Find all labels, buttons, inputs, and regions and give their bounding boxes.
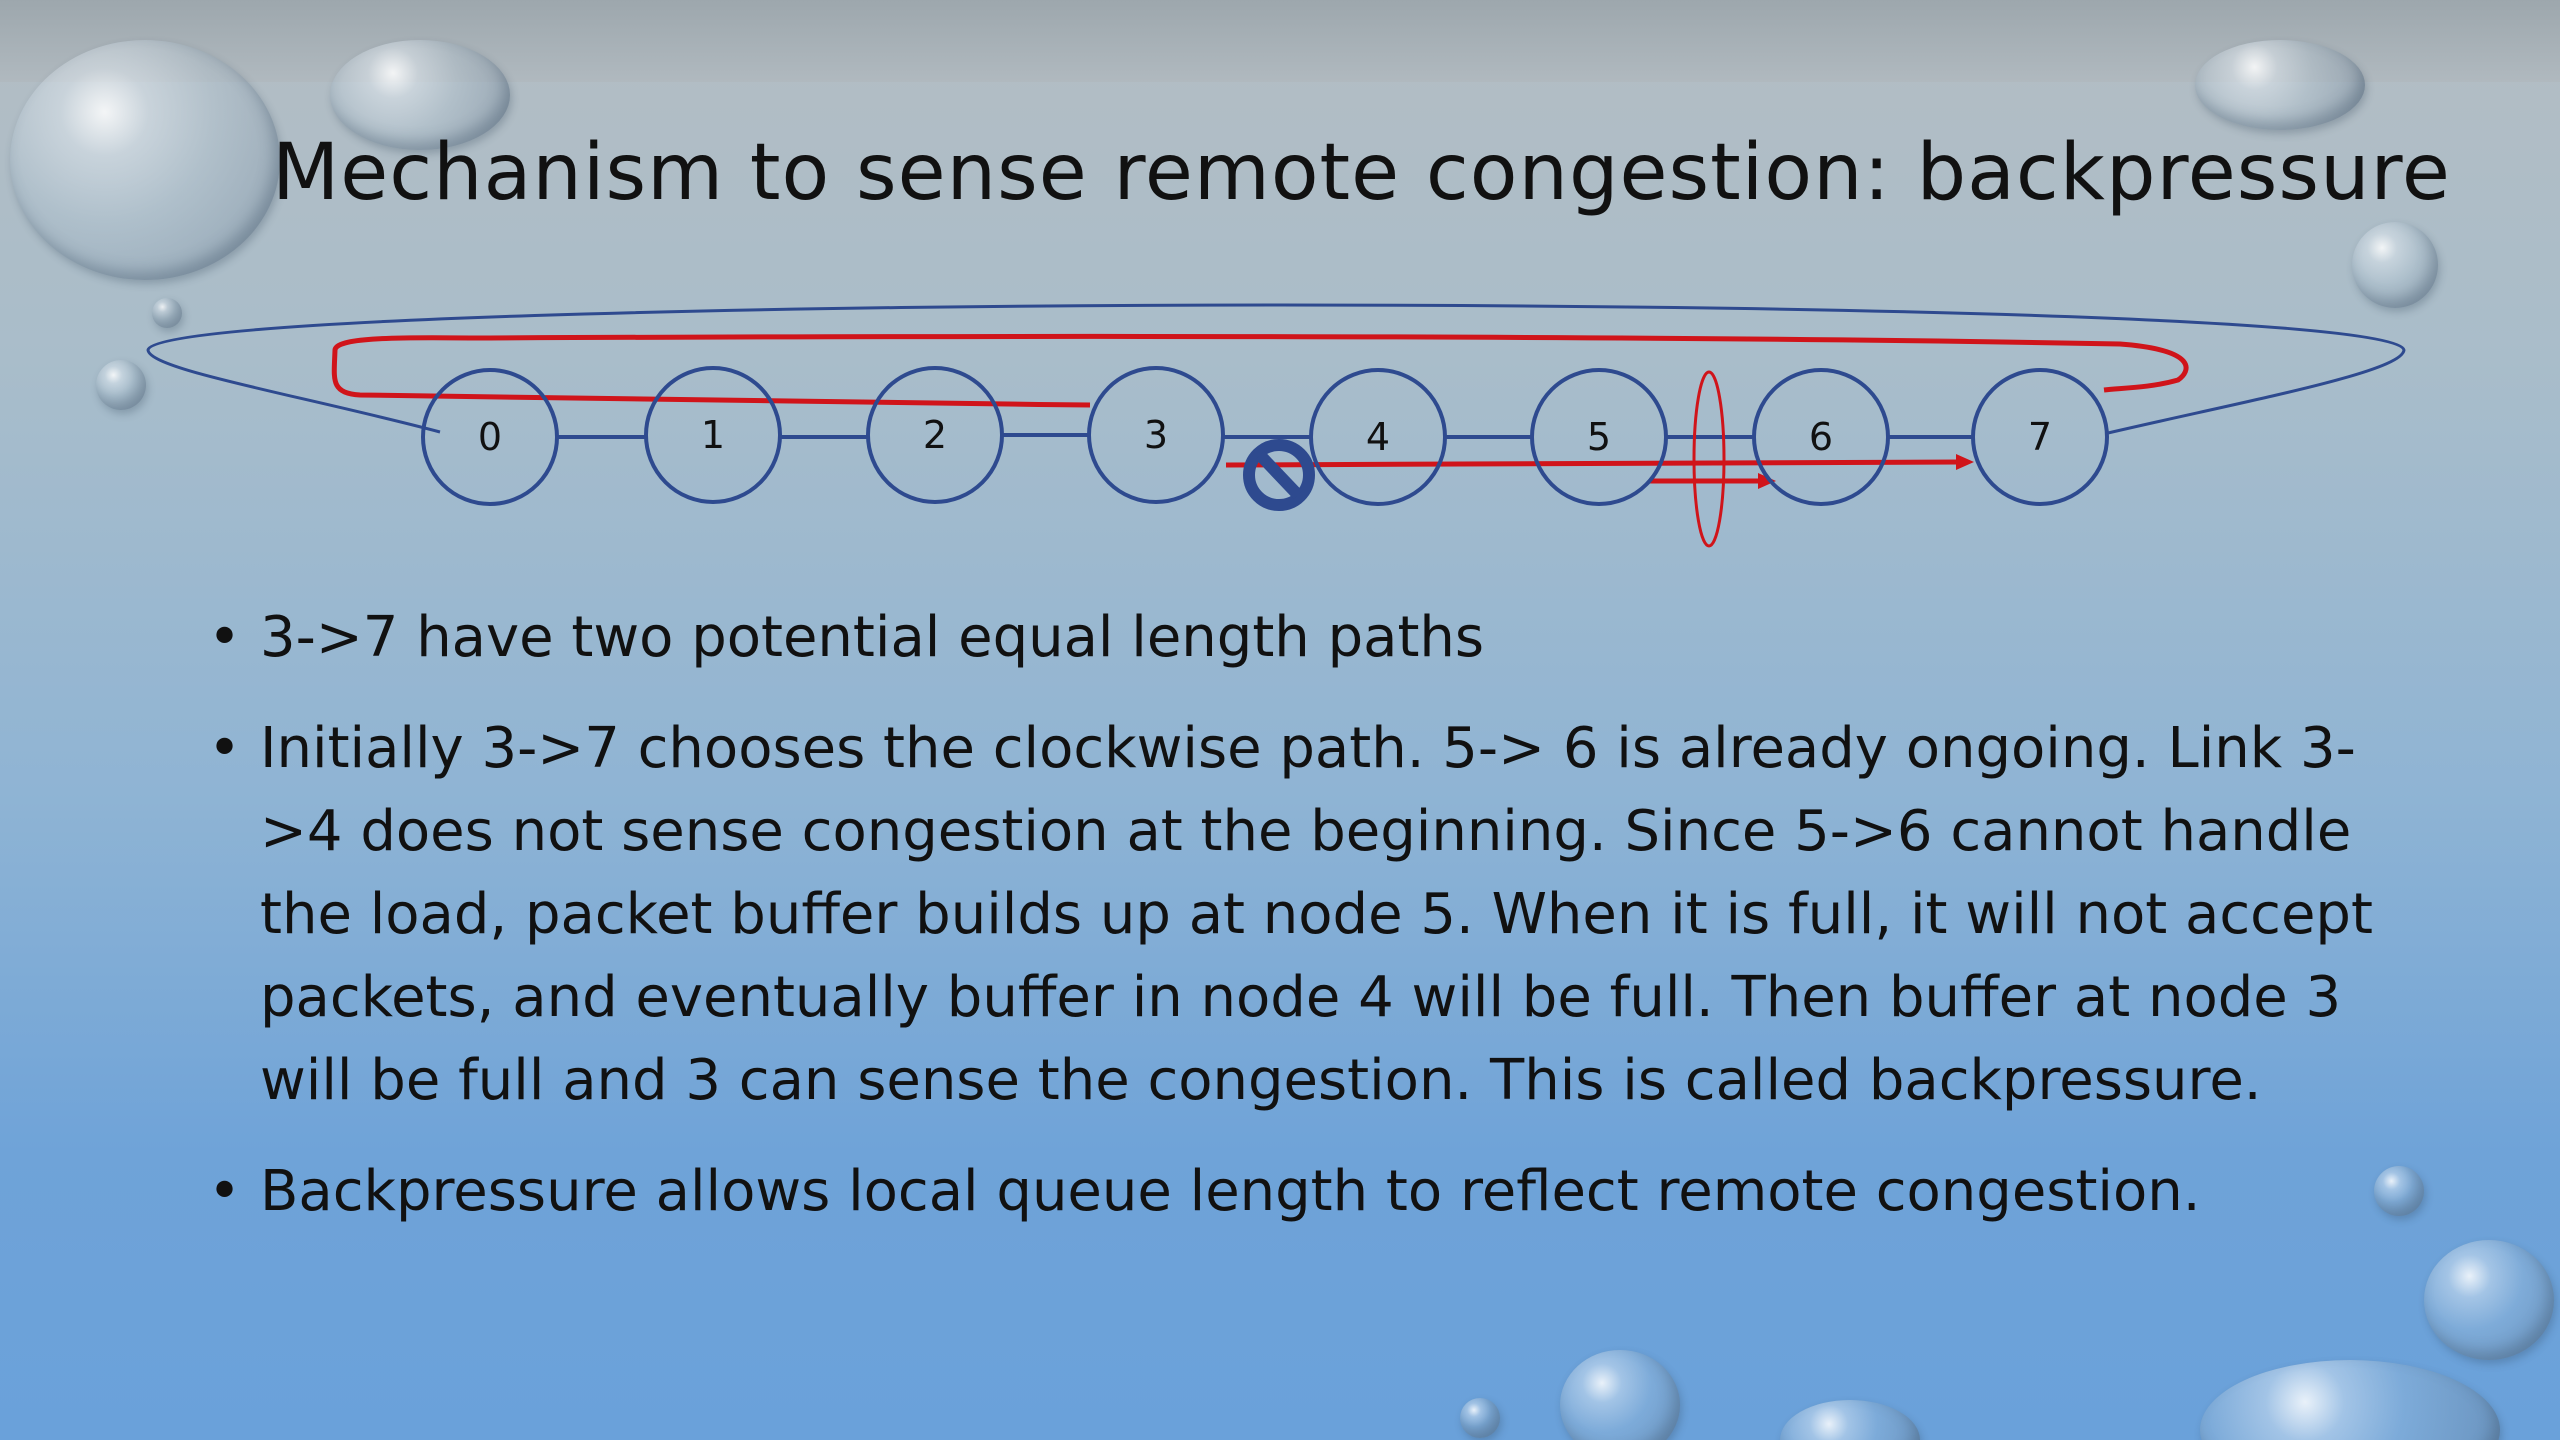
water-drop-icon bbox=[96, 360, 146, 410]
node-6: 6 bbox=[1752, 368, 1890, 506]
bullet-marker: • bbox=[208, 716, 242, 781]
node-label: 6 bbox=[1809, 415, 1833, 459]
node-label: 5 bbox=[1587, 415, 1611, 459]
node-3: 3 bbox=[1087, 366, 1225, 504]
blocked-icon bbox=[1243, 439, 1315, 511]
node-label: 4 bbox=[1366, 415, 1390, 459]
water-drop-icon bbox=[2374, 1166, 2424, 1216]
counterclockwise-path bbox=[331, 333, 2189, 408]
bullet-list: • 3->7 have two potential equal length p… bbox=[208, 596, 2388, 1261]
node-label: 2 bbox=[923, 413, 947, 457]
ring-outer-link bbox=[146, 303, 2406, 435]
bullet-text: Initially 3->7 chooses the clockwise pat… bbox=[260, 716, 2373, 1113]
node-label: 1 bbox=[701, 413, 725, 457]
water-drop-icon bbox=[1460, 1398, 1500, 1438]
bullet-item: • 3->7 have two potential equal length p… bbox=[208, 596, 2388, 679]
node-0: 0 bbox=[421, 368, 559, 506]
water-drop-icon bbox=[2424, 1240, 2554, 1360]
water-drop-icon bbox=[1560, 1350, 1680, 1440]
node-4: 4 bbox=[1309, 368, 1447, 506]
bullet-marker: • bbox=[208, 1159, 242, 1224]
bullet-marker: • bbox=[208, 605, 242, 670]
congestion-ellipse-icon bbox=[1692, 370, 1726, 548]
water-drop-icon bbox=[2195, 40, 2365, 130]
arrowhead-icon bbox=[1758, 473, 1776, 489]
node-2: 2 bbox=[866, 366, 1004, 504]
node-label: 3 bbox=[1144, 413, 1168, 457]
water-drop-icon bbox=[10, 40, 280, 280]
node-5: 5 bbox=[1530, 368, 1668, 506]
bullet-item: • Backpressure allows local queue length… bbox=[208, 1150, 2388, 1233]
node-label: 7 bbox=[2028, 415, 2052, 459]
node-7: 7 bbox=[1971, 368, 2109, 506]
node-1: 1 bbox=[644, 366, 782, 504]
bullet-text: Backpressure allows local queue length t… bbox=[260, 1159, 2201, 1224]
arrowhead-icon bbox=[1956, 454, 1974, 470]
water-drop-icon bbox=[152, 298, 182, 328]
clockwise-path bbox=[1225, 459, 1961, 468]
water-drop-icon bbox=[330, 40, 510, 150]
node-label: 0 bbox=[478, 415, 502, 459]
slide-title: Mechanism to sense remote congestion: ba… bbox=[272, 128, 2451, 218]
bullet-text: 3->7 have two potential equal length pat… bbox=[260, 605, 1485, 670]
water-drop-icon bbox=[2352, 222, 2438, 308]
bullet-item: • Initially 3->7 chooses the clockwise p… bbox=[208, 707, 2388, 1122]
